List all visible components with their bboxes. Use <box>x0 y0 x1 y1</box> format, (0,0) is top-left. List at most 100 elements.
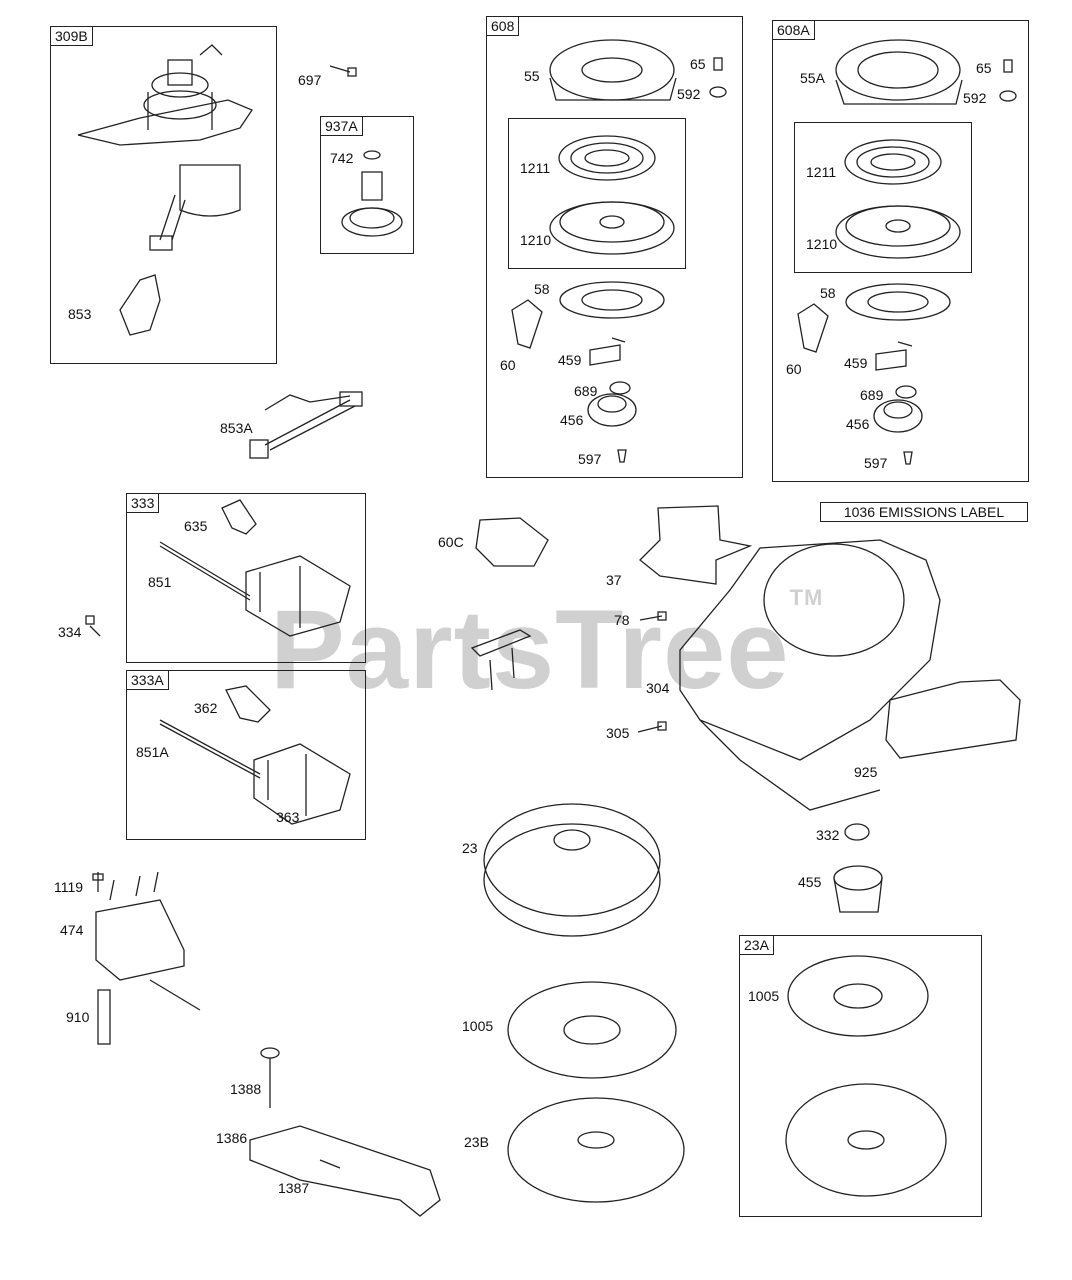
callout-55a: 55A <box>800 70 825 86</box>
group-label: 333A <box>126 670 169 690</box>
clutch-icon <box>833 865 883 913</box>
baffle-icon <box>885 679 1021 759</box>
group-label: 309B <box>50 26 93 46</box>
starter-handle-icon <box>797 303 829 353</box>
callout-592: 592 <box>677 86 701 102</box>
bolt-icon <box>637 721 667 733</box>
group-box-608: 608 <box>486 16 743 478</box>
starter-handle-icon <box>511 299 543 349</box>
alternator-icon <box>95 871 185 981</box>
baffle-icon <box>639 505 753 585</box>
ratchet-icon <box>587 393 637 427</box>
blower-housing-icon <box>679 539 941 811</box>
bolt-icon <box>85 615 101 637</box>
gear-icon <box>341 150 403 237</box>
group-label: 608A <box>772 20 815 40</box>
ignition-coil-icon <box>253 743 351 825</box>
subgroup-box <box>794 122 972 273</box>
callout-459: 459 <box>558 352 582 368</box>
callout-910: 910 <box>66 1009 90 1025</box>
pawl-icon <box>875 341 913 371</box>
emissions-label: 1036 EMISSIONS LABEL <box>820 502 1028 522</box>
bolt-icon <box>260 1047 280 1108</box>
callout-58: 58 <box>534 281 550 297</box>
callout-853a: 853A <box>220 420 253 436</box>
callout-304: 304 <box>646 680 670 696</box>
clip-icon <box>895 385 917 399</box>
flywheel-icon <box>785 1083 947 1197</box>
callout-1210: 1210 <box>806 236 838 252</box>
group-box-333a: 333A <box>126 670 366 840</box>
bolt-icon <box>92 872 104 892</box>
ignition-wire-icon <box>159 719 261 779</box>
group-box-937a: 937A <box>320 116 414 254</box>
callout-689: 689 <box>860 387 884 403</box>
ignition-wire-icon <box>149 979 201 1011</box>
pawl-icon <box>589 337 626 366</box>
subgroup-box <box>508 118 686 269</box>
group-label: 23A <box>739 935 774 955</box>
callout-305: 305 <box>606 725 630 741</box>
flywheel-icon <box>507 1097 685 1203</box>
group-label: 608 <box>486 16 520 36</box>
callout-23b: 23B <box>464 1134 489 1150</box>
callout-1211: 1211 <box>806 164 837 180</box>
callout-55: 55 <box>524 68 540 84</box>
ignition-wire-icon <box>159 541 251 601</box>
callout-742: 742 <box>330 150 354 166</box>
screw-icon <box>903 451 913 465</box>
flywheel-icon <box>507 981 677 1079</box>
callout-456: 456 <box>846 416 870 432</box>
bolt-icon <box>639 611 667 621</box>
callout-689: 689 <box>574 383 598 399</box>
group-label: 333 <box>126 493 160 513</box>
spark-plug-boot-icon <box>225 685 271 723</box>
ratchet-icon <box>873 399 923 433</box>
spring-icon <box>845 283 951 321</box>
ignition-wire-icon <box>249 391 363 459</box>
group-box-309b: 309B <box>50 26 277 364</box>
callout-925: 925 <box>854 764 878 780</box>
connector-icon <box>119 274 161 336</box>
callout-1119: 1119 <box>54 879 84 895</box>
flywheel-icon <box>787 955 929 1037</box>
callout-334: 334 <box>58 624 82 640</box>
group-box-333: 333 <box>126 493 366 663</box>
callout-597: 597 <box>578 451 602 467</box>
callout-456: 456 <box>560 412 584 428</box>
callout-60: 60 <box>786 361 802 377</box>
spring-icon <box>319 1159 341 1169</box>
bolt-icon <box>329 65 357 77</box>
starter-housing-icon <box>835 39 963 105</box>
callout-332: 332 <box>816 827 840 843</box>
starter-housing-icon <box>549 39 677 101</box>
callout-455: 455 <box>798 874 822 890</box>
starter-handle-icon <box>475 517 549 567</box>
governor-lever-icon <box>249 1125 441 1217</box>
callout-474: 474 <box>60 922 84 938</box>
spring-icon <box>844 139 942 185</box>
callout-851a: 851A <box>136 744 169 760</box>
callout-58: 58 <box>820 285 836 301</box>
callout-597: 597 <box>864 455 888 471</box>
callout-853: 853 <box>68 306 92 322</box>
callout-592: 592 <box>963 90 987 106</box>
callout-1386: 1386 <box>216 1130 248 1146</box>
spring-icon <box>558 135 656 181</box>
callout-635: 635 <box>184 518 208 534</box>
spring-icon <box>559 281 665 319</box>
callout-851: 851 <box>148 574 172 590</box>
screw-icon <box>617 449 627 463</box>
callout-1005: 1005 <box>748 988 780 1004</box>
callout-363: 363 <box>276 809 300 825</box>
pulley-icon <box>549 201 675 255</box>
watermark: PartsTreeTM <box>270 585 824 712</box>
callout-60c: 60C <box>438 534 464 550</box>
callout-1388: 1388 <box>230 1081 262 1097</box>
clip-icon <box>609 381 631 395</box>
spacer-icon <box>97 989 111 1045</box>
callout-37: 37 <box>606 572 622 588</box>
nut-icon <box>999 59 1017 102</box>
